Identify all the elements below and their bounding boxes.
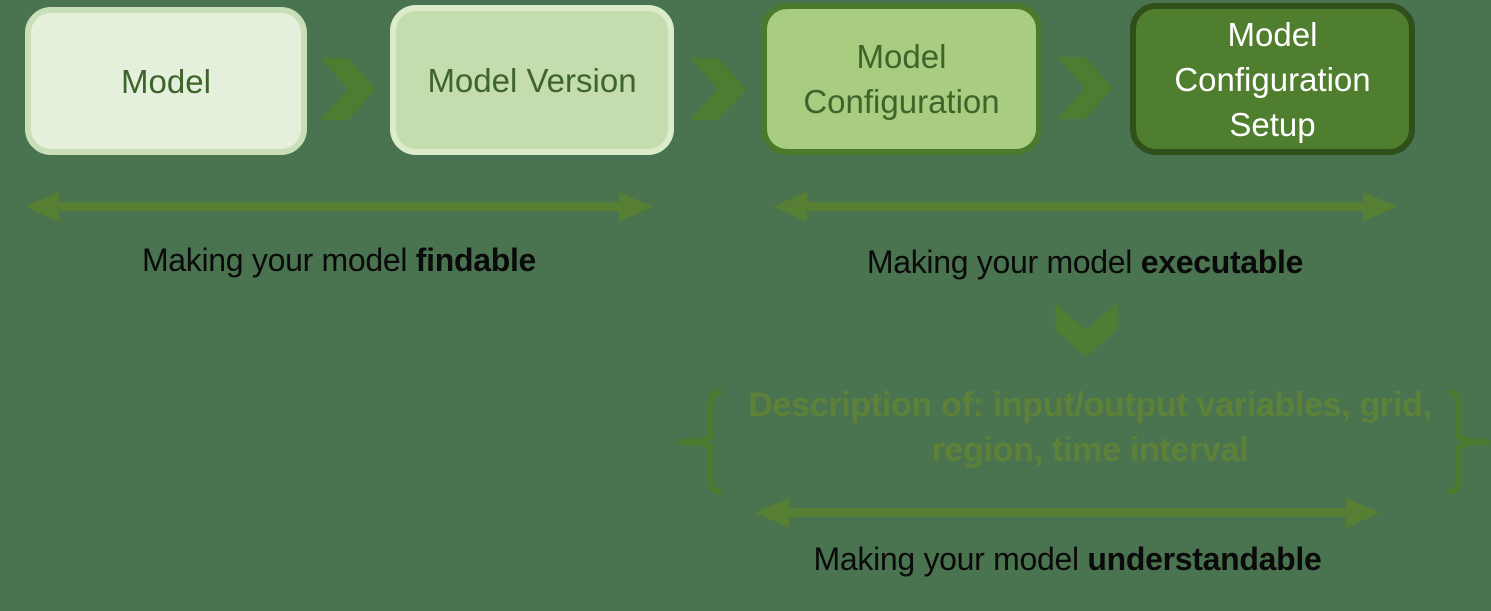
box-model-configuration-setup: Model Configuration Setup <box>1130 3 1415 155</box>
box-model-version-label: Model Version <box>427 61 637 99</box>
box-model-configuration-setup-label: Model Configuration Setup <box>1174 15 1371 143</box>
caption-findable: Making your model findable <box>25 242 653 279</box>
chevron-down-icon <box>1055 303 1117 357</box>
caption-executable: Making your model executable <box>773 244 1397 281</box>
double-arrow-findable <box>25 192 653 222</box>
box-model-configuration-label: Model Configuration <box>803 38 1000 120</box>
description-line-1: Description of: input/output variables, … <box>748 386 1432 424</box>
caption-executable-bold: executable <box>1140 244 1304 280</box>
box-model-version: Model Version <box>390 5 674 155</box>
chevron-right-icon <box>1057 57 1113 119</box>
box-model: Model <box>25 7 307 155</box>
description-text: Description of: input/output variables, … <box>710 383 1470 473</box>
caption-understandable-bold: understandable <box>1087 541 1322 577</box>
left-brace-icon <box>679 389 723 495</box>
caption-findable-bold: findable <box>415 242 537 278</box>
chevron-right-icon <box>320 58 376 120</box>
caption-understandable: Making your model understandable <box>755 541 1380 578</box>
double-arrow-understandable <box>755 498 1380 528</box>
double-arrow-executable <box>773 192 1397 222</box>
box-model-configuration: Model Configuration <box>761 3 1042 155</box>
box-model-label: Model <box>121 62 211 100</box>
chevron-right-icon <box>690 58 746 120</box>
caption-understandable-prefix: Making your model <box>813 541 1088 577</box>
caption-executable-prefix: Making your model <box>866 244 1141 280</box>
right-brace-icon <box>1446 389 1490 495</box>
description-line-2: region, time interval <box>931 431 1249 469</box>
caption-findable-prefix: Making your model <box>141 242 416 278</box>
